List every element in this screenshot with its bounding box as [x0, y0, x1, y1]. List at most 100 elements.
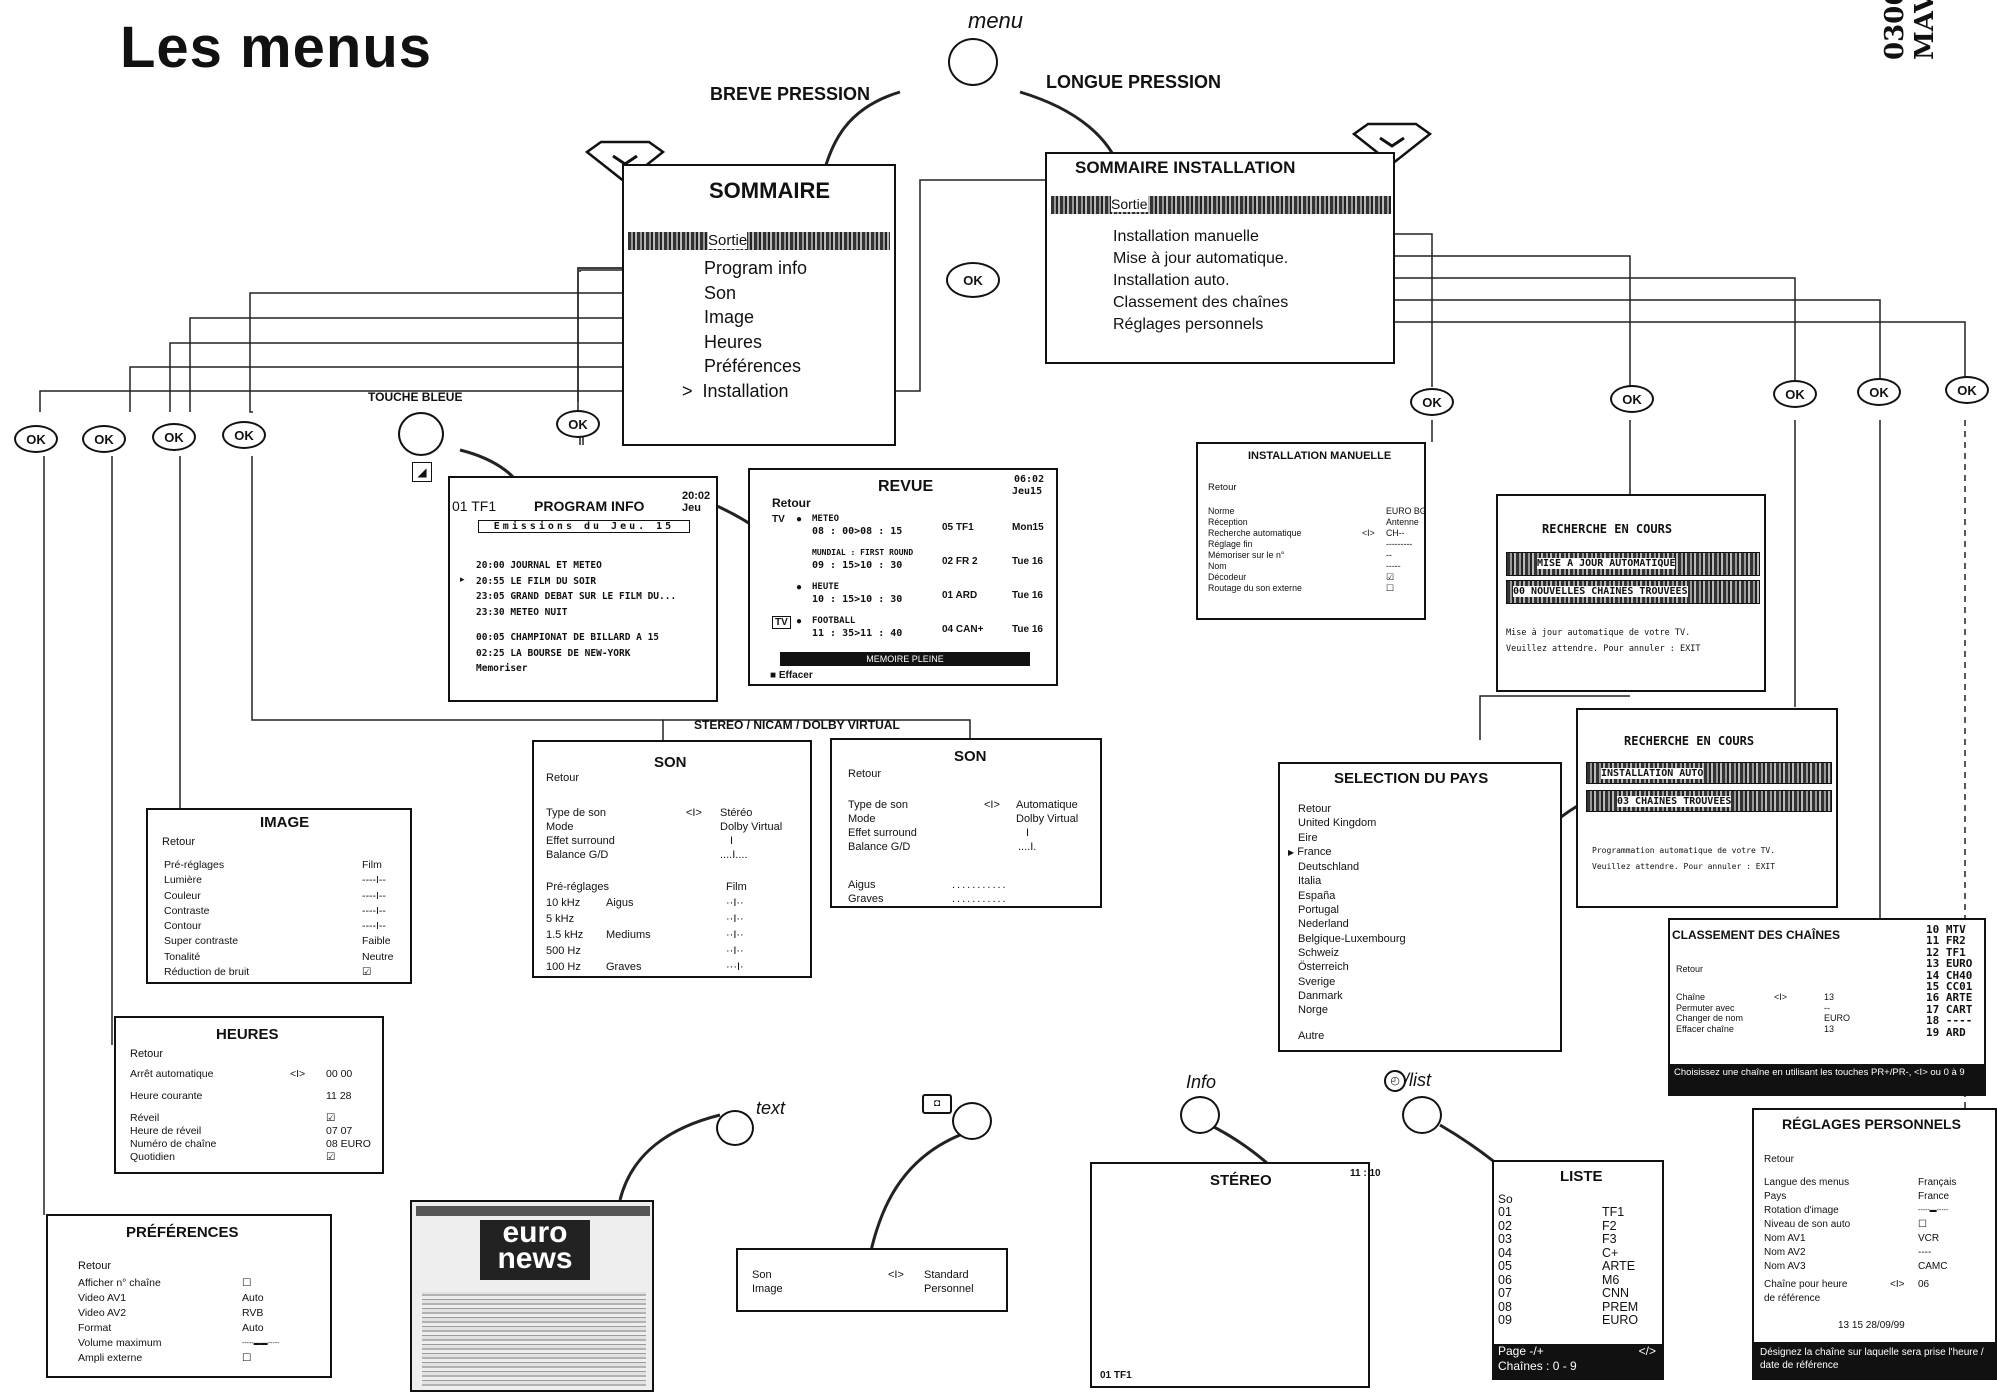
- ok-button[interactable]: OK: [556, 410, 600, 438]
- pays-item[interactable]: Nederland: [1298, 917, 1406, 931]
- program-info-memoriser[interactable]: Memoriser: [476, 661, 676, 677]
- sommaire-item-preferences[interactable]: Préférences: [704, 354, 807, 379]
- sommaire-item-son[interactable]: Son: [704, 281, 807, 306]
- son-row[interactable]: Balance G/D....I....: [546, 848, 808, 862]
- classement-list-item[interactable]: 19 ARD: [1926, 1027, 1972, 1038]
- eq-band[interactable]: 5 kHz··I··: [546, 912, 808, 928]
- pays-item[interactable]: Portugal: [1298, 903, 1406, 917]
- ok-button[interactable]: OK: [1773, 380, 1817, 408]
- pays-item[interactable]: Autre: [1298, 1029, 1406, 1043]
- blue-key-button[interactable]: [398, 412, 444, 456]
- reglages-row[interactable]: Chaîne pour heure<I>06: [1764, 1278, 1992, 1292]
- son-row[interactable]: Type de son<I>Stéréo: [546, 806, 808, 820]
- sommaire-sortie[interactable]: Sortie: [628, 232, 890, 250]
- install-manual-retour[interactable]: Retour: [1208, 482, 1237, 493]
- pays-item[interactable]: Italia: [1298, 874, 1406, 888]
- pays-item[interactable]: Schweiz: [1298, 946, 1406, 960]
- sommaire-item-installation[interactable]: >Installation: [682, 379, 807, 404]
- classement-list-item[interactable]: 13 EURO: [1926, 958, 1972, 969]
- install-manual-row[interactable]: Recherche automatique<I>CH--: [1208, 528, 1424, 539]
- image-row[interactable]: Lumière----I--: [164, 873, 410, 888]
- program-line[interactable]: 20:00 JOURNAL ET METEO: [476, 558, 676, 574]
- pays-item[interactable]: Deutschland: [1298, 860, 1406, 874]
- pays-item-selected[interactable]: ▶ France: [1288, 845, 1406, 860]
- sommaire-item-heures[interactable]: Heures: [704, 330, 807, 355]
- heures-row[interactable]: Arrêt automatique<I>00 00: [130, 1068, 380, 1090]
- son-retour[interactable]: Retour: [546, 772, 579, 784]
- heures-row[interactable]: Quotidien☑: [130, 1151, 380, 1164]
- pays-item[interactable]: Belgique-Luxembourg: [1298, 932, 1406, 946]
- ok-button[interactable]: OK: [1945, 376, 1989, 404]
- pays-item[interactable]: United Kingdom: [1298, 816, 1406, 830]
- classement-list-item[interactable]: 18 ----: [1926, 1015, 1972, 1026]
- list-item[interactable]: 06M6: [1498, 1274, 1658, 1288]
- install-item-classement[interactable]: Classement des chaînes: [1113, 292, 1288, 314]
- ok-button[interactable]: OK: [82, 425, 126, 453]
- son-retour[interactable]: Retour: [848, 768, 881, 780]
- pays-item[interactable]: Norge: [1298, 1003, 1406, 1017]
- program-line[interactable]: [476, 620, 676, 630]
- pref-row[interactable]: Afficher n° chaîne☐: [78, 1276, 328, 1291]
- clear-button[interactable]: ■ Effacer: [770, 670, 813, 681]
- pays-item[interactable]: Österreich: [1298, 960, 1406, 974]
- classement-retour[interactable]: Retour: [1676, 964, 1703, 974]
- ok-button[interactable]: OK: [1857, 378, 1901, 406]
- eq-band[interactable]: 500 Hz··I··: [546, 944, 808, 960]
- menu-button[interactable]: [948, 38, 998, 86]
- son-row[interactable]: Balance G/D....I.: [848, 840, 1100, 854]
- pays-item[interactable]: Danmark: [1298, 989, 1406, 1003]
- pays-retour[interactable]: Retour: [1298, 802, 1406, 816]
- install-manual-row[interactable]: Réglage fin---------: [1208, 539, 1424, 550]
- revue-entry[interactable]: ● HEUTE 10 : 15>10 : 30 01 ARD Tue 16: [772, 582, 1056, 616]
- sommaire-item-program-info[interactable]: Program info: [704, 256, 807, 281]
- install-manual-row[interactable]: Mémoriser sur le n°--: [1208, 550, 1424, 561]
- program-line[interactable]: 23:05 GRAND DEBAT SUR LE FILM DU...: [476, 589, 676, 605]
- program-line[interactable]: 23:30 METEO NUIT: [476, 605, 676, 621]
- ok-button[interactable]: OK: [1410, 388, 1454, 416]
- image-row[interactable]: Contraste----I--: [164, 904, 410, 919]
- info-button[interactable]: [1180, 1096, 1220, 1134]
- classement-row[interactable]: Chaîne<I>13: [1676, 992, 1866, 1003]
- install-item-manuelle[interactable]: Installation manuelle: [1113, 226, 1288, 248]
- heures-retour[interactable]: Retour: [130, 1048, 163, 1060]
- reglages-row[interactable]: Niveau de son auto☐: [1764, 1218, 1992, 1232]
- pays-item[interactable]: Sverige: [1298, 975, 1406, 989]
- classement-row[interactable]: Changer de nomEURO: [1676, 1013, 1866, 1024]
- smart-button-icon[interactable]: ◘: [922, 1094, 952, 1114]
- classement-row[interactable]: Permuter avec--: [1676, 1003, 1866, 1014]
- program-line[interactable]: 20:55 LE FILM DU SOIR: [476, 574, 676, 590]
- ok-button[interactable]: OK: [222, 421, 266, 449]
- install-manual-row[interactable]: Nom-----: [1208, 561, 1424, 572]
- ok-button[interactable]: OK: [946, 262, 1000, 298]
- son-row[interactable]: Type de son<I>Automatique: [848, 798, 1100, 812]
- reglages-row[interactable]: de référence: [1764, 1292, 1992, 1306]
- revue-entry[interactable]: TV ● METEO 08 : 00>08 : 15 05 TF1 Mon15: [772, 514, 1056, 548]
- graves-row[interactable]: Graves...........: [848, 892, 1100, 906]
- sommaire-item-image[interactable]: Image: [704, 305, 807, 330]
- image-row[interactable]: Réduction de bruit☑: [164, 965, 410, 980]
- revue-entry[interactable]: MUNDIAL : FIRST ROUND 09 : 15>10 : 30 02…: [772, 548, 1056, 582]
- image-retour[interactable]: Retour: [162, 836, 195, 848]
- ok-button[interactable]: OK: [1610, 385, 1654, 413]
